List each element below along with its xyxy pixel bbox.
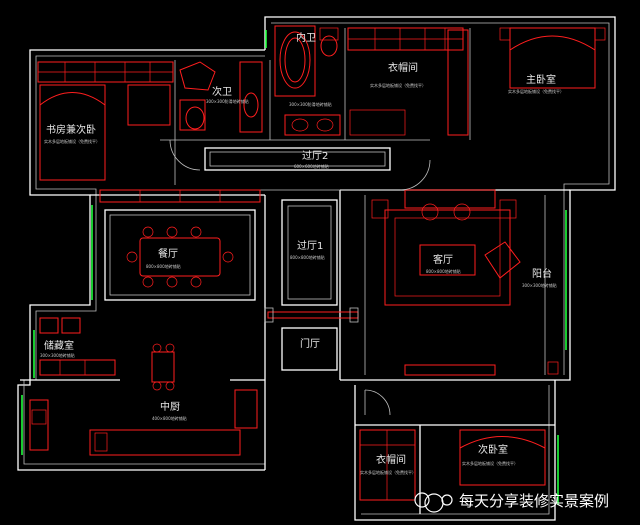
room-label-balcony: 阳台 xyxy=(532,267,552,280)
room-note-second-bath: 300×300防滑地砖铺贴 xyxy=(206,98,249,104)
room-note-corridor2: 600×600地砖铺贴 xyxy=(294,163,329,169)
main-cloakroom-furniture xyxy=(347,27,469,136)
second-bath-fixtures xyxy=(179,61,263,133)
corridor2-cabinet xyxy=(99,147,391,203)
room-note-inner-bath: 300×300防滑地砖铺贴 xyxy=(289,101,332,107)
watermark-logo-icon xyxy=(414,492,430,508)
room-note-second-bedroom: 实木多层地板铺设（免费找平） xyxy=(462,460,518,466)
room-label-corridor1: 过厅1 xyxy=(297,239,323,252)
room-note-living: 800×800地砖铺贴 xyxy=(426,268,461,274)
exterior-walls xyxy=(17,16,616,521)
master-bedroom-furniture xyxy=(499,27,606,89)
room-note-study: 实木多层地板铺设（免费找平） xyxy=(44,138,100,144)
living-room-furniture xyxy=(371,189,559,376)
room-note-storage: 300×300地砖铺贴 xyxy=(40,352,75,358)
room-label-living: 客厅 xyxy=(433,253,453,266)
storage-kitchen-furniture xyxy=(29,317,258,456)
watermark: 每天分享装修实景案例 xyxy=(414,492,609,513)
study-furniture xyxy=(37,61,174,181)
room-label-second-bath: 次卫 xyxy=(212,85,232,98)
room-label-study: 书房兼次卧 xyxy=(46,123,96,136)
second-bedroom-furniture xyxy=(359,429,546,501)
room-note-kitchen: 400×800地砖铺贴 xyxy=(152,415,187,421)
corridor1-features xyxy=(264,199,359,371)
room-label-entry: 门厅 xyxy=(300,337,320,350)
room-label-corridor2: 过厅2 xyxy=(302,149,328,162)
dining-furniture xyxy=(104,209,256,301)
room-label-master: 主卧室 xyxy=(526,73,556,86)
room-label-cloak-second: 衣帽间 xyxy=(376,453,406,466)
room-note-master: 实木多层地板铺设（免费找平） xyxy=(508,88,564,94)
room-note-corridor1: 800×800地砖铺贴 xyxy=(290,254,325,260)
room-label-storage: 储藏室 xyxy=(44,339,74,352)
room-note-dining: 800×800地砖铺贴 xyxy=(146,263,181,269)
windows xyxy=(21,30,567,505)
room-label-kitchen: 中厨 xyxy=(160,400,180,413)
door-swings xyxy=(169,139,431,416)
inner-bath-fixtures xyxy=(274,25,341,136)
room-label-dining: 餐厅 xyxy=(158,247,178,260)
room-labels: 书房兼次卧 实木多层地板铺设（免费找平） 次卫 300×300防滑地砖铺贴 内卫… xyxy=(40,31,564,475)
room-label-inner-bath: 内卫 xyxy=(296,31,316,44)
room-label-second-bedroom: 次卧室 xyxy=(478,443,508,456)
room-note-cloak-second: 实木多层地板铺设（免费找平） xyxy=(360,469,416,475)
room-note-cloak-main: 实木多层地板铺设（免费找平） xyxy=(370,82,426,88)
room-label-cloak-main: 衣帽间 xyxy=(388,61,418,74)
room-note-balcony: 300×300地砖铺贴 xyxy=(522,282,557,288)
watermark-text: 每天分享装修实景案例 xyxy=(459,492,609,510)
